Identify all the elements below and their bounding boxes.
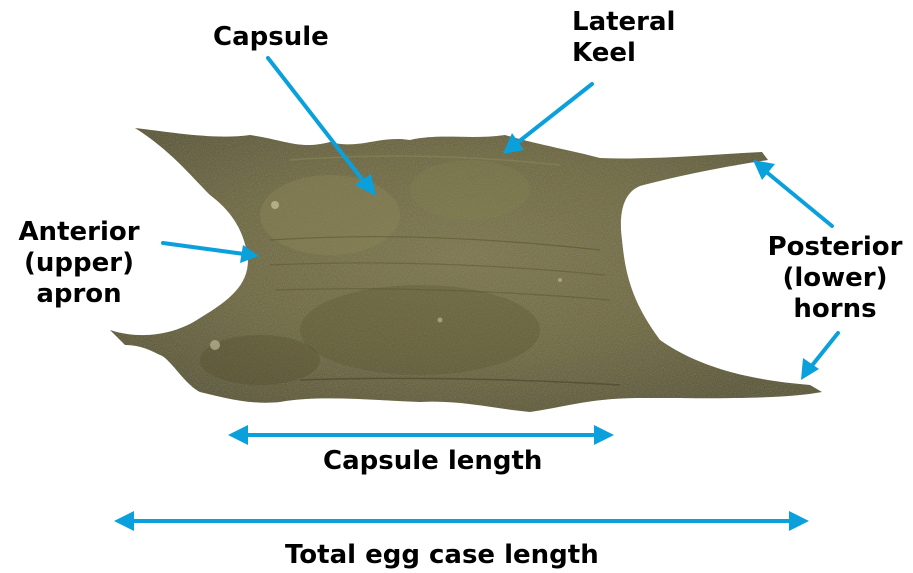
total-length-label: Total egg case length: [285, 540, 599, 571]
posterior-horns-label-line-2: (lower): [757, 263, 913, 294]
posterior-horns-label-line-1: Posterior: [757, 232, 913, 263]
total-length-left-head: [114, 511, 134, 531]
capsule-length-left-head: [228, 425, 248, 445]
lateral-keel-label-line-1: Lateral: [572, 7, 675, 38]
capsule-length-label: Capsule length: [323, 446, 542, 477]
posterior-horns-label-line-3: horns: [757, 294, 913, 325]
posterior-horns-label: Posterior (lower) horns: [757, 232, 913, 325]
total-length-right-head: [789, 511, 809, 531]
anterior-apron-label: Anterior (upper) apron: [10, 217, 148, 310]
anterior-apron-label-line-1: Anterior: [10, 217, 148, 248]
lateral-keel-label: Lateral Keel: [572, 7, 675, 69]
capsule-label: Capsule: [213, 22, 329, 53]
lateral-keel-arrow: [517, 84, 592, 143]
anterior-apron-arrow: [163, 243, 244, 254]
anterior-apron-label-line-3: apron: [10, 279, 148, 310]
posterior-horn-lower-arrow: [810, 333, 838, 368]
lateral-keel-label-line-2: Keel: [572, 38, 675, 69]
capsule-length-right-head: [594, 425, 614, 445]
posterior-horn-upper-arrow: [764, 170, 832, 226]
anterior-apron-label-line-2: (upper): [10, 248, 148, 279]
